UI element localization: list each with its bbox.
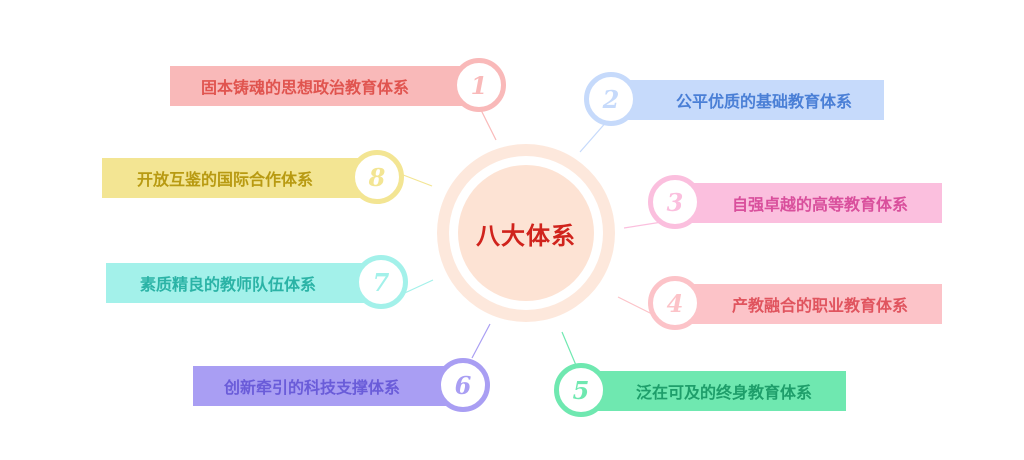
connector-6	[471, 323, 491, 359]
system-item-8-number: 8	[368, 162, 386, 192]
system-item-5-bar: 泛在可及的终身教育体系	[580, 371, 846, 411]
system-item-2-bar: 公平优质的基础教育体系	[612, 80, 884, 120]
system-item-4-number: 4	[666, 288, 684, 318]
system-item-6-bar: 创新牵引的科技支撑体系	[193, 366, 461, 406]
center-title: 八大体系	[476, 221, 576, 250]
system-item-5-number-badge: 5	[554, 363, 608, 417]
connector-2	[579, 119, 609, 153]
system-item-3-number-badge: 3	[648, 175, 702, 229]
system-item-3-number: 3	[666, 187, 684, 217]
system-item-1-label: 固本铸魂的思想政治教育体系	[200, 78, 409, 97]
system-item-6-number: 6	[454, 370, 472, 400]
system-item-4-label: 产教融合的职业教育体系	[731, 296, 908, 315]
center-circle: 八大体系	[458, 165, 594, 301]
system-item-1-bar: 固本铸魂的思想政治教育体系	[170, 66, 470, 106]
system-item-8-bar: 开放互鉴的国际合作体系	[102, 158, 378, 198]
system-item-7-label: 素质精良的教师队伍体系	[139, 275, 316, 294]
connector-3	[623, 221, 663, 229]
system-item-1-number: 1	[470, 70, 488, 100]
system-item-7-number: 7	[372, 267, 390, 297]
system-item-5-label: 泛在可及的终身教育体系	[635, 383, 812, 402]
system-item-3-label: 自强卓越的高等教育体系	[731, 195, 908, 214]
system-item-6-number-badge: 6	[436, 358, 490, 412]
system-item-1-number-badge: 1	[452, 58, 506, 112]
system-item-5-number: 5	[572, 375, 590, 405]
system-item-3-bar: 自强卓越的高等教育体系	[676, 183, 942, 223]
system-item-8-label: 开放互鉴的国际合作体系	[136, 170, 313, 189]
system-item-6-label: 创新牵引的科技支撑体系	[223, 378, 400, 397]
system-item-7-number-badge: 7	[354, 255, 408, 309]
system-item-2-number-badge: 2	[584, 72, 638, 126]
system-item-7-bar: 素质精良的教师队伍体系	[106, 263, 380, 303]
system-item-8-number-badge: 8	[350, 150, 404, 204]
system-item-2-number: 2	[602, 84, 620, 114]
system-item-4-bar: 产教融合的职业教育体系	[676, 284, 942, 324]
system-item-2-label: 公平优质的基础教育体系	[675, 92, 852, 111]
system-item-4-number-badge: 4	[648, 276, 702, 330]
